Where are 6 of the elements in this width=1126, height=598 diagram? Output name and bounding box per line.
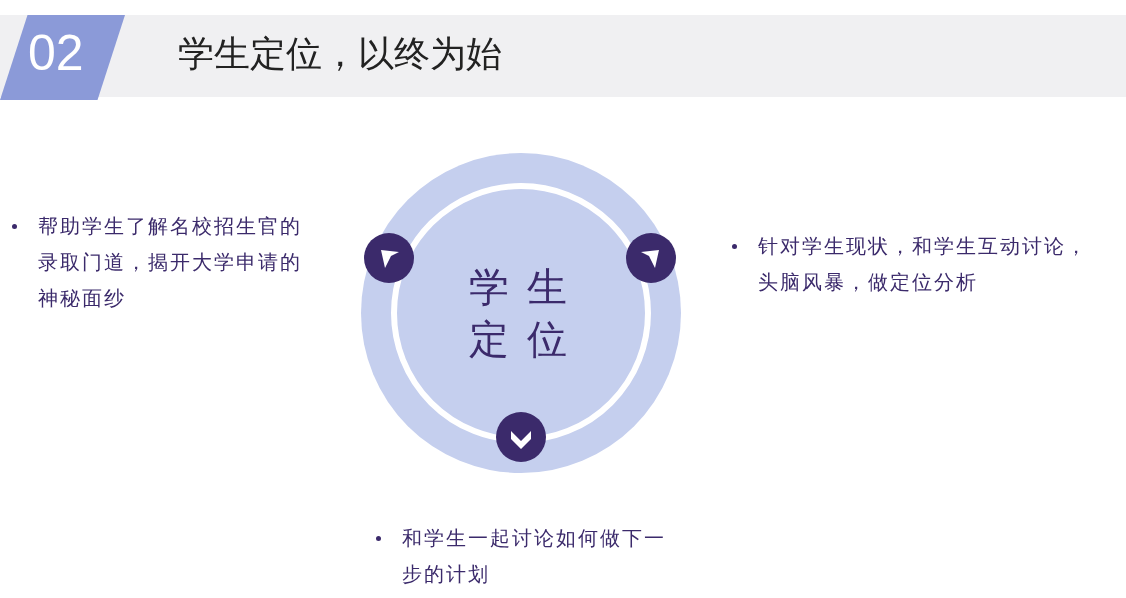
slide-title: 学生定位，以终为始 [178,32,502,76]
bullet-text: 帮助学生了解名校招生官的录取门道，揭开大学申请的神秘面纱 [38,213,303,312]
slide-number: 02 [28,24,84,82]
bullet-text: 和学生一起讨论如何做下一步的计划 [402,525,667,588]
circle-label: 学生定位 [468,263,586,364]
bullet-text: 针对学生现状，和学生互动讨论，头脑风暴，做定位分析 [758,233,1088,296]
